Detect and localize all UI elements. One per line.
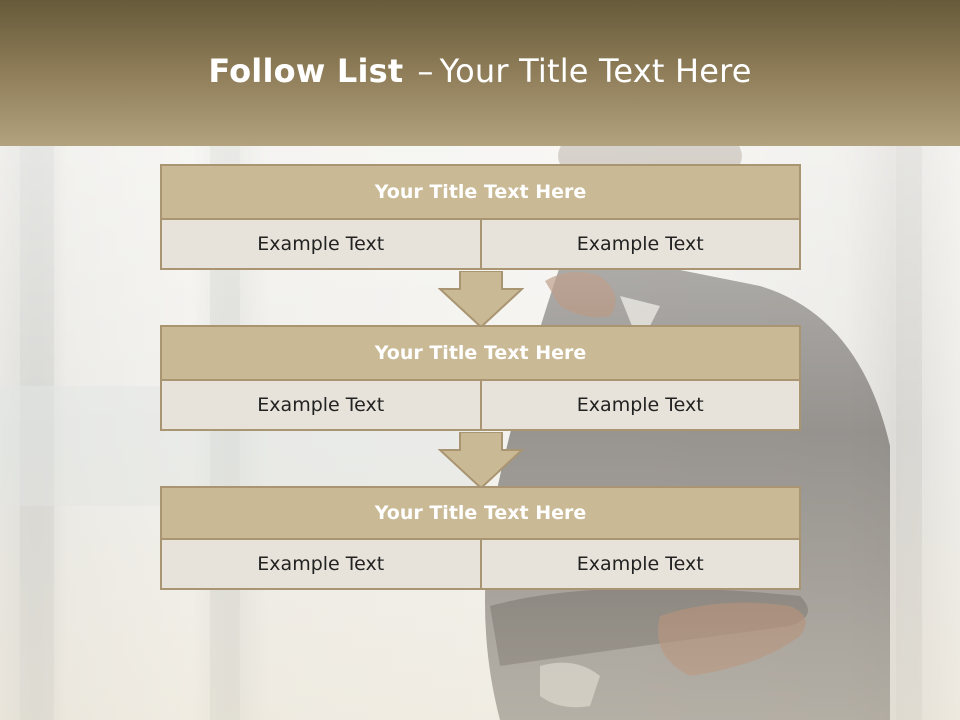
title-rest: Your Title Text Here	[439, 52, 752, 90]
title-bar: Follow List–Your Title Text Here	[0, 0, 960, 146]
block-row: Example Text Example Text	[160, 220, 801, 270]
down-arrow-icon	[438, 432, 524, 490]
flow-block-2: Your Title Text Here Example Text Exampl…	[160, 325, 801, 431]
block-cell-left: Example Text	[160, 220, 482, 270]
slide-title: Follow List–Your Title Text Here	[0, 52, 960, 90]
block-cell-left: Example Text	[160, 381, 482, 431]
flow-block-3: Your Title Text Here Example Text Exampl…	[160, 486, 801, 590]
block-row: Example Text Example Text	[160, 540, 801, 590]
block-cell-left: Example Text	[160, 540, 482, 590]
block-row: Example Text Example Text	[160, 381, 801, 431]
title-bold: Follow List	[208, 52, 404, 90]
block-cell-right: Example Text	[481, 381, 801, 431]
block-title: Your Title Text Here	[160, 325, 801, 381]
block-title: Your Title Text Here	[160, 164, 801, 220]
block-title: Your Title Text Here	[160, 486, 801, 540]
flow-block-1: Your Title Text Here Example Text Exampl…	[160, 164, 801, 270]
down-arrow-icon	[438, 271, 524, 329]
title-separator: –	[417, 52, 434, 90]
block-cell-right: Example Text	[481, 220, 801, 270]
block-cell-right: Example Text	[481, 540, 801, 590]
